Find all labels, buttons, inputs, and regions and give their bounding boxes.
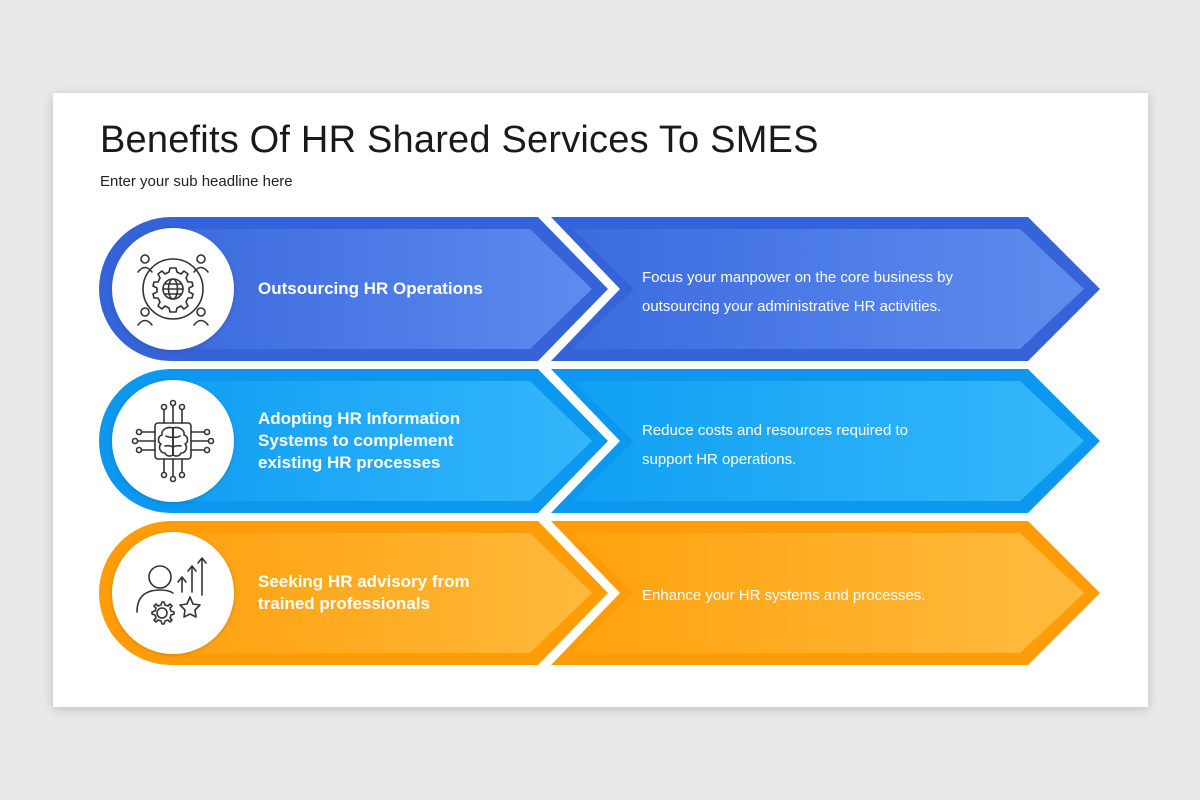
row-2-right-chevron-inner xyxy=(572,381,1084,501)
row-1-shape xyxy=(99,217,1100,361)
row-3-description: Enhance your HR systems and processes. xyxy=(642,587,926,604)
page-subtitle: Enter your sub headline here xyxy=(100,173,293,190)
row-2-left-chevron-inner xyxy=(111,381,592,501)
global-network-gear-icon xyxy=(137,254,209,326)
row-1-left-chevron-inner xyxy=(111,229,592,349)
person-growth-star-icon xyxy=(136,557,207,625)
row-1-description: Focus your manpower on the core business… xyxy=(642,269,953,315)
brain-chip-icon xyxy=(131,399,215,483)
row-3-shape xyxy=(99,521,1100,665)
row-1-title: Outsourcing HR Operations xyxy=(258,279,483,298)
row-2-description: Reduce costs and resources required to s… xyxy=(642,422,908,468)
page-title: Benefits Of HR Shared Services To SMES xyxy=(100,119,819,161)
row-2-title: Adopting HR Information Systems to compl… xyxy=(258,409,461,472)
row-3-title: Seeking HR advisory from trained profess… xyxy=(258,572,470,613)
row-2-shape xyxy=(99,369,1100,513)
row-1-right-chevron-inner xyxy=(572,229,1084,349)
row-3-left-chevron-inner xyxy=(111,533,592,653)
row-3-right-chevron-inner xyxy=(572,533,1084,653)
